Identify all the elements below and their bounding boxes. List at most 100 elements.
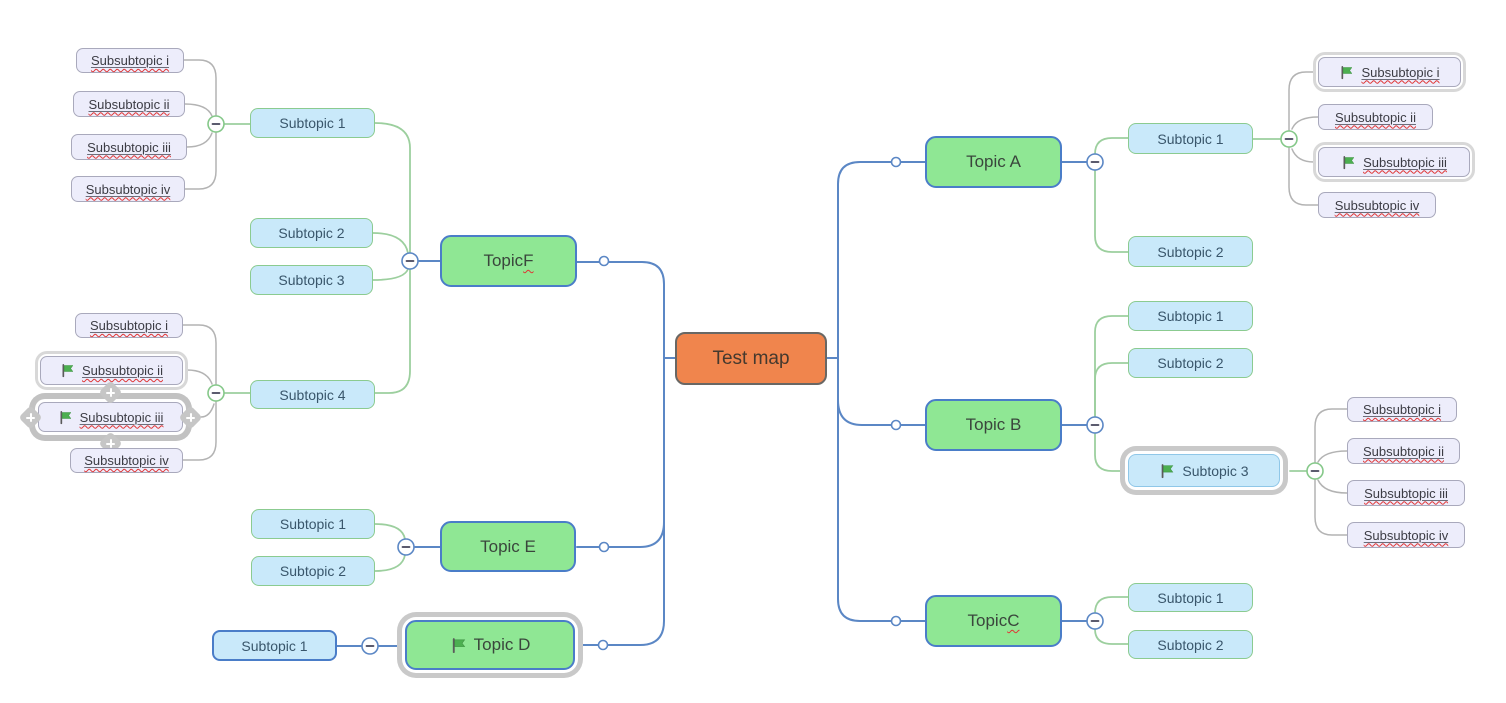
node-topic-c[interactable]: Topic C [925,595,1062,647]
node-b-sub3-iv[interactable]: Subsubtopic iv [1347,522,1465,548]
node-b-sub3[interactable]: Subtopic 3 [1128,454,1280,487]
label-text-misspelled: Subsubtopic iv [1334,197,1420,213]
node-label: Subtopic 2 [1157,244,1223,260]
node-b-sub2[interactable]: Subtopic 2 [1128,348,1253,378]
node-topic-b[interactable]: Topic B [925,399,1062,451]
branch-line [1094,315,1129,418]
collapse-icon[interactable] [401,252,419,270]
node-f-sub1-iii[interactable]: Subsubtopic iii [71,134,187,160]
collapse-icon[interactable] [207,115,225,133]
branch-line [1094,628,1129,645]
node-label: Subsubtopic ii [82,363,163,378]
collapse-icon[interactable] [1086,416,1104,434]
node-f-sub1-ii[interactable]: Subsubtopic ii [73,91,185,117]
flag-icon [1341,65,1353,79]
node-label: Topic E [480,537,536,557]
collapse-icon[interactable] [1306,462,1324,480]
node-f-sub4-i[interactable]: Subsubtopic i [75,313,183,338]
label-text: Subtopic 2 [1157,636,1224,653]
connection-dot-icon[interactable] [890,156,902,168]
node-a-sub1-iv[interactable]: Subsubtopic iv [1318,192,1436,218]
node-e-sub1[interactable]: Subtopic 1 [251,509,375,539]
node-root[interactable]: Test map [675,332,827,385]
node-f-sub1-i[interactable]: Subsubtopic i [76,48,184,73]
node-label: Subsubtopic iii [80,410,164,425]
branch-lines-blue [336,161,1088,647]
connection-dot-icon[interactable] [598,541,610,553]
node-b-sub3-iii[interactable]: Subsubtopic iii [1347,480,1465,506]
branch-line [184,103,213,117]
label-text: Subtopic 1 [1157,589,1224,606]
node-a-sub2[interactable]: Subtopic 2 [1128,236,1253,267]
node-d-sub1[interactable]: Subtopic 1 [212,630,337,661]
connection-dot-icon[interactable] [890,419,902,431]
branch-line [1094,596,1129,614]
node-label: Subtopic 4 [279,387,345,403]
node-topic-a[interactable]: Topic A [925,136,1062,188]
node-topic-f[interactable]: Topic F [440,235,577,287]
label-text: Test map [712,347,790,369]
collapse-icon[interactable] [397,538,415,556]
node-f-sub1[interactable]: Subtopic 1 [250,108,375,138]
node-e-sub2[interactable]: Subtopic 2 [251,556,375,586]
label-text-misspelled: Subsubtopic i [89,318,169,333]
node-f-sub1-iv[interactable]: Subsubtopic iv [71,176,185,202]
node-label: Subtopic 3 [278,272,344,288]
label-text-misspelled: Subsubtopic i [90,53,170,68]
label-text-misspelled: Subsubtopic iv [85,181,171,197]
connection-dot-icon[interactable] [890,615,902,627]
label-text-misspelled: Subsubtopic iii [79,409,164,425]
node-b-sub3-ii[interactable]: Subsubtopic ii [1347,438,1460,464]
branch-line [1094,432,1121,472]
node-topic-e[interactable]: Topic E [440,521,576,572]
move-handle-right-icon[interactable] [178,404,203,430]
node-label: Subtopic 1 [241,638,307,654]
collapse-icon[interactable] [1086,153,1104,171]
connection-dot-icon[interactable] [597,639,609,651]
label-text: Topic E [480,536,536,556]
branch-line [186,369,213,385]
node-c-sub1[interactable]: Subtopic 1 [1128,583,1253,612]
node-label: Subsubtopic ii [1335,110,1416,125]
branch-line [374,122,411,394]
node-f-sub3[interactable]: Subtopic 3 [250,265,373,295]
node-label: Topic F [483,251,533,271]
node-f-sub4[interactable]: Subtopic 4 [250,380,375,409]
node-f-sub4-ii[interactable]: Subsubtopic ii [40,356,183,385]
branch-line [580,357,665,646]
node-a-sub1-i[interactable]: Subsubtopic i [1318,57,1461,87]
node-c-sub2[interactable]: Subtopic 2 [1128,630,1253,659]
node-a-sub1-ii[interactable]: Subsubtopic ii [1318,104,1433,130]
node-topic-d[interactable]: Topic D [405,620,575,670]
node-label: Subtopic 1 [279,115,345,131]
node-a-sub1[interactable]: Subtopic 1 [1128,123,1253,154]
label-text: Topic A [966,152,1021,171]
node-label: Subsubtopic i [90,318,168,333]
node-label: Subsubtopic ii [1363,444,1444,459]
node-f-sub4-iv[interactable]: Subsubtopic iv [70,448,183,473]
node-a-sub1-iii[interactable]: Subsubtopic iii [1318,147,1470,177]
node-label: Topic A [966,152,1021,172]
node-label: Subsubtopic iv [86,182,171,197]
collapse-icon[interactable] [207,384,225,402]
branch-line [1317,479,1348,494]
node-b-sub3-i[interactable]: Subsubtopic i [1347,397,1457,422]
node-b-sub1[interactable]: Subtopic 1 [1128,301,1253,331]
move-handle-left-icon[interactable] [18,404,43,430]
branch-line [374,554,406,572]
branch-line [372,232,409,254]
collapse-icon[interactable] [1280,130,1298,148]
label-text-misspelled: C [1007,611,1020,630]
label-text-misspelled: Subsubtopic iii [87,139,171,155]
collapse-icon[interactable] [1086,612,1104,630]
collapse-icon[interactable] [361,637,379,655]
branch-line [372,268,409,281]
node-f-sub4-iii[interactable]: Subsubtopic iii [18,380,203,456]
node-label: Subtopic 2 [280,563,346,579]
flag-icon [452,637,465,653]
connection-dot-icon[interactable] [598,255,610,267]
branch-line [837,357,926,622]
node-f-sub2[interactable]: Subtopic 2 [250,218,373,248]
label-text-misspelled: Subsubtopic ii [82,363,163,378]
